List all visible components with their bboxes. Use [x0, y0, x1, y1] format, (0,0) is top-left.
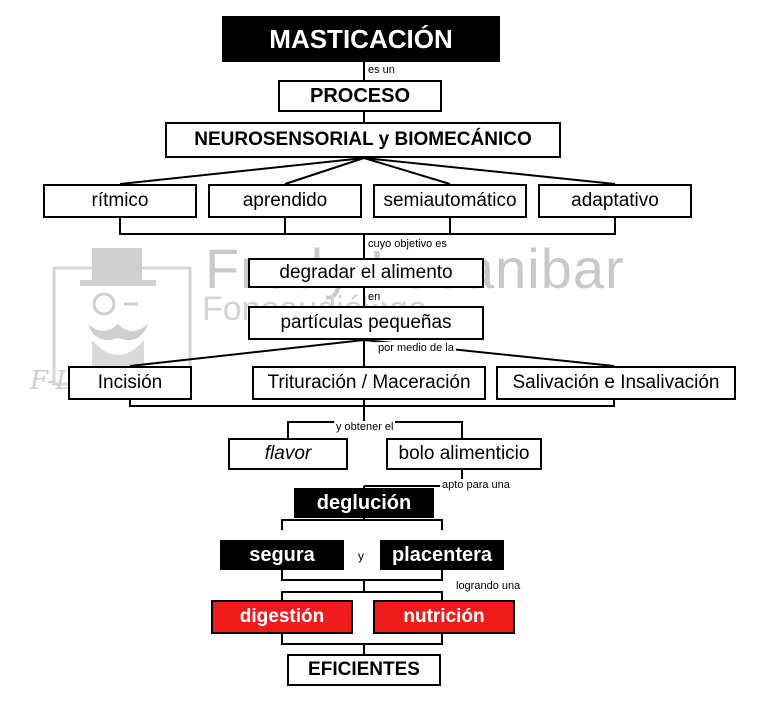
node-incision: Incisión — [68, 366, 192, 400]
node-ritmico: rítmico — [43, 184, 197, 218]
node-salivacion: Salivación e Insalivación — [496, 366, 736, 400]
link-y: y — [356, 549, 366, 563]
node-semiautomatico: semiautomático — [373, 184, 527, 218]
node-aprendido: aprendido — [208, 184, 362, 218]
node-eficientes: EFICIENTES — [287, 654, 441, 686]
link-por-medio: por medio de la — [376, 342, 456, 355]
link-y-obtener: y obtener el — [334, 421, 396, 434]
link-es-un: es un — [366, 64, 397, 77]
node-deglucion: deglución — [294, 488, 434, 518]
node-placentera: placentera — [380, 540, 504, 570]
node-neurosensorial: NEUROSENSORIAL y BIOMECÁNICO — [165, 122, 561, 158]
node-particulas: partículas pequeñas — [248, 306, 484, 340]
node-trituracion: Trituración / Maceración — [252, 366, 486, 400]
node-proceso: PROCESO — [278, 80, 442, 112]
node-segura: segura — [220, 540, 344, 570]
link-en: en — [366, 291, 383, 304]
node-bolo: bolo alimenticio — [386, 438, 542, 470]
link-cuyo-objetivo: cuyo objetivo es — [366, 238, 449, 251]
node-masticacion: MASTICACIÓN — [222, 16, 500, 62]
link-apto-para: apto para una — [440, 479, 512, 492]
node-flavor: flavor — [228, 438, 348, 470]
node-degradar: degradar el alimento — [248, 258, 484, 288]
node-nutricion: nutrición — [373, 600, 515, 634]
link-logrando: logrando una — [454, 580, 523, 593]
node-adaptativo: adaptativo — [538, 184, 692, 218]
node-digestion: digestión — [211, 600, 353, 634]
